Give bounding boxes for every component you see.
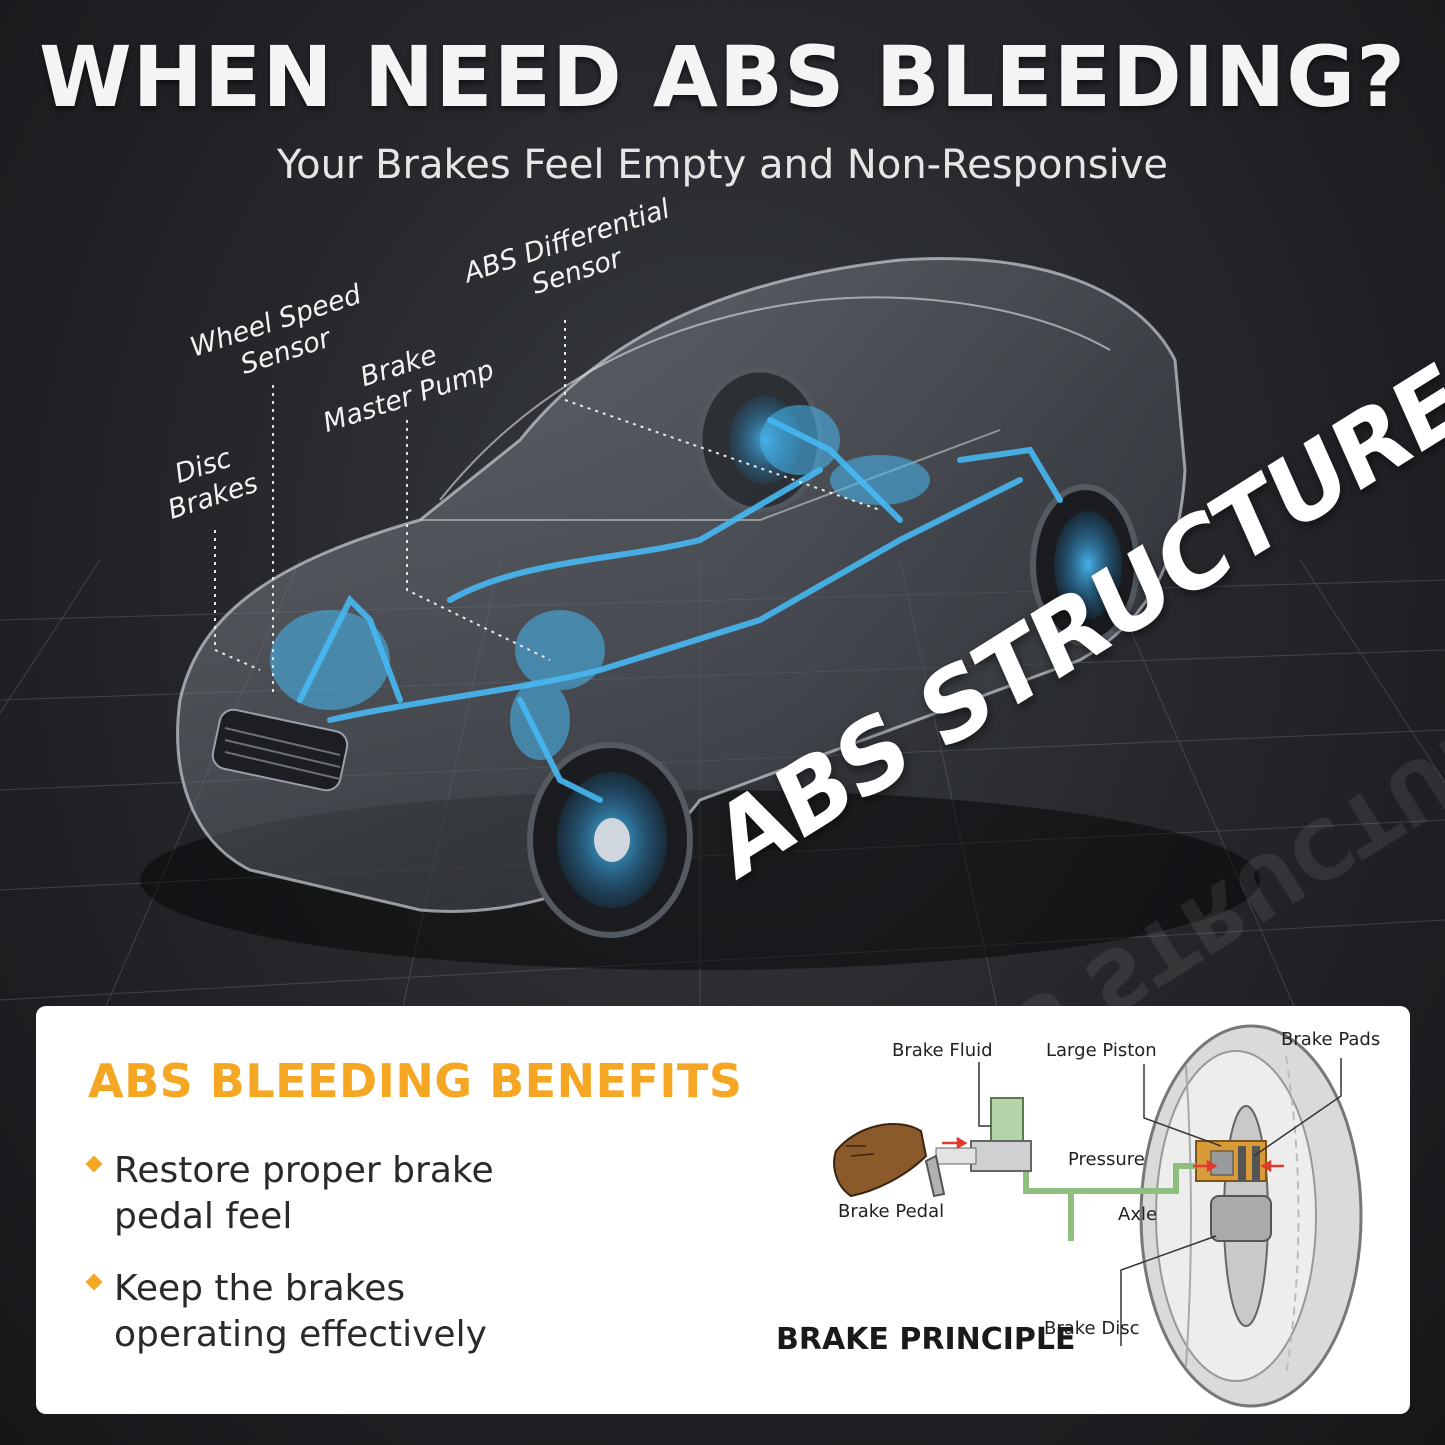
- car-body: [176, 256, 1187, 914]
- benefits-panel: ABS BLEEDING BENEFITS Restore proper bra…: [36, 1006, 1410, 1414]
- label-pressure: Pressure: [1068, 1149, 1145, 1170]
- benefit-line: operating effectively: [114, 1314, 487, 1355]
- pressure-arrows: [942, 1136, 1284, 1173]
- benefit-line: pedal feel: [114, 1196, 293, 1237]
- label-brake-pedal: Brake Pedal: [838, 1201, 945, 1222]
- benefit-line: Restore proper brake: [114, 1150, 494, 1191]
- diagram-leaders: [978, 1058, 1342, 1346]
- label-axle: Axle: [1118, 1204, 1158, 1225]
- car-xray-illustration: [140, 256, 1260, 970]
- benefit-line: Keep the brakes: [114, 1268, 406, 1309]
- callout-leaders: [214, 320, 881, 695]
- page-title: WHEN NEED ABS BLEEDING?: [39, 28, 1406, 126]
- benefits-title: ABS BLEEDING BENEFITS: [88, 1054, 743, 1108]
- label-large-piston: Large Piston: [1046, 1040, 1157, 1061]
- benefit-item: Keep the brakes operating effectively: [85, 1266, 648, 1358]
- label-brake-disc: Brake Disc: [1044, 1318, 1140, 1339]
- rear-wheel: [1030, 484, 1140, 646]
- brake-pedal-illustration: [833, 1123, 946, 1198]
- abs-blue-masses: [270, 405, 930, 760]
- master-cylinder-illustration: [935, 1097, 1032, 1172]
- page-subtitle: Your Brakes Feel Empty and Non-Responsiv…: [276, 142, 1168, 188]
- diagram-title: BRAKE PRINCIPLE: [776, 1322, 1076, 1357]
- label-brake-fluid: Brake Fluid: [892, 1040, 993, 1061]
- benefit-item: Restore proper brake pedal feel: [85, 1148, 648, 1240]
- brake-principle-diagram: [833, 1024, 1363, 1408]
- label-brake-pads: Brake Pads: [1281, 1029, 1381, 1050]
- front-wheel: [527, 742, 693, 938]
- caliper-illustration: [1195, 1140, 1267, 1182]
